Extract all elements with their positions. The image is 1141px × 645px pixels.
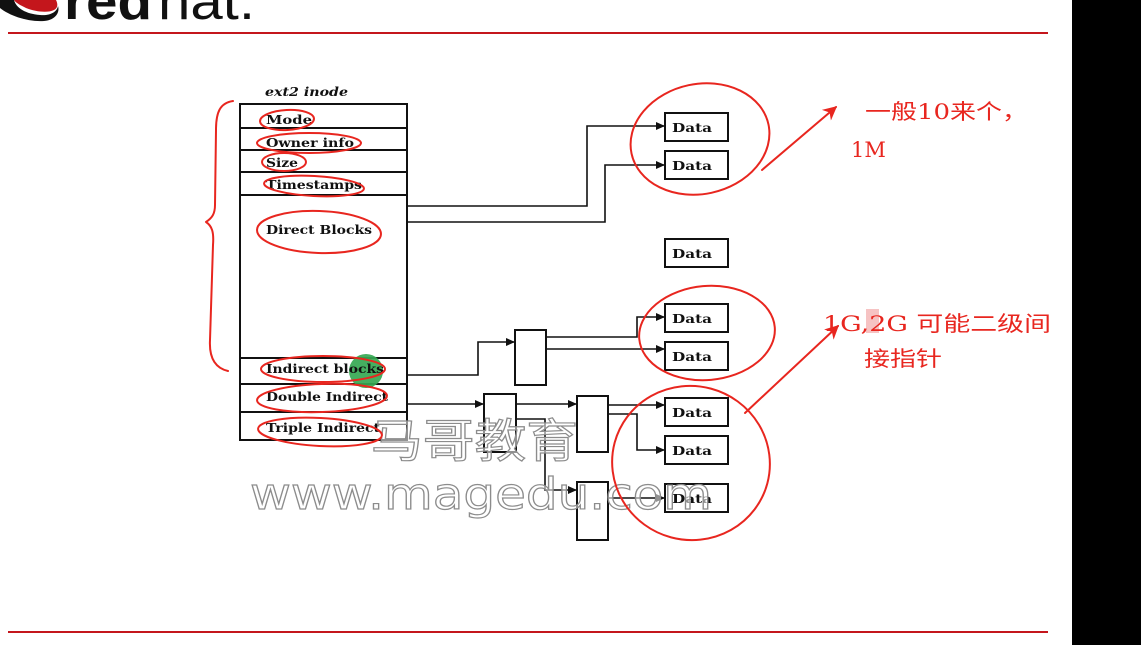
annotation-circle-double-indirect-data — [611, 384, 771, 542]
indirect-block — [576, 395, 609, 453]
annotation-circle-timestamps — [263, 174, 365, 198]
annotation-note-direct-line2: 1M — [851, 138, 886, 162]
annotation-circle-size — [261, 152, 307, 172]
data-block-label: Data — [672, 158, 712, 173]
inode-field-mode: Mode — [266, 112, 312, 127]
data-block-box — [664, 238, 729, 268]
data-block: Data — [664, 150, 729, 180]
annotation-note-indirect-line2: 接指针 — [864, 347, 942, 371]
redhat-logo-text-bold: red — [64, 0, 152, 31]
annotation-arrow — [744, 325, 840, 414]
data-block: Data — [664, 397, 729, 427]
inode-field-triple-indirect: Triple Indirect — [266, 420, 380, 435]
pen-annotations: 一般10来个， 1M 1G,2G 可能二级间 接指针 — [205, 82, 1051, 542]
pointer-arrow — [407, 121, 665, 207]
diagram-title: ext2 inode — [265, 85, 348, 99]
annotation-note-indirect-line1: 1G,2G 可能二级间 — [823, 312, 1051, 336]
data-block: Data — [664, 483, 729, 513]
ext2-inode-diagram: ext2 inode Mode Owner info Size Timestam… — [239, 85, 729, 541]
data-block-label: Data — [672, 246, 712, 261]
indirect-blocks — [483, 329, 609, 541]
annotation-circle-indirect-data — [638, 284, 776, 382]
data-block-label: Data — [672, 311, 712, 326]
data-block-box — [664, 483, 729, 513]
data-block-box — [664, 341, 729, 371]
right-black-bar — [1072, 0, 1141, 645]
pen-highlight — [866, 309, 879, 333]
redhat-logo-text-light: hat. — [158, 0, 255, 31]
annotation-note-direct-line1: 一般10来个， — [865, 100, 1028, 124]
indirect-block — [576, 481, 609, 541]
hat-crown — [14, 0, 58, 12]
pointer-arrow — [516, 418, 577, 495]
annotation-circle-direct-data — [629, 82, 771, 196]
data-block: Data — [664, 435, 729, 465]
pointer-arrow — [608, 413, 665, 455]
annotation-circle-triple-indirect — [257, 416, 383, 448]
inode-field-owner-info: Owner info — [266, 135, 354, 150]
data-block-label: Data — [672, 443, 712, 458]
data-block-label: Data — [672, 349, 712, 364]
annotation-circle-indirect-blocks — [260, 355, 386, 383]
annotation-circle-double-indirect — [256, 382, 388, 414]
data-block-label: Data — [672, 405, 712, 420]
inode-field-timestamps: Timestamps — [266, 177, 362, 192]
data-block-label: Data — [672, 491, 712, 506]
data-block-box — [664, 397, 729, 427]
data-blocks: Data Data Data Data Data Data — [664, 112, 729, 513]
inode-table: Mode Owner info Size Timestamps Direct B… — [239, 103, 408, 441]
pointer-arrow — [407, 160, 665, 223]
block-pointers — [407, 121, 665, 503]
annotation-bracket — [205, 100, 234, 372]
inode-field-size: Size — [266, 155, 298, 170]
annotation-arrow — [761, 106, 838, 171]
inode-field-indirect-blocks: Indirect blocks — [266, 361, 384, 376]
redhat-logo: red hat. — [0, 0, 255, 31]
data-block: Data — [664, 112, 729, 142]
data-block-box — [664, 150, 729, 180]
annotation-circle-owner-info — [256, 132, 362, 154]
watermark-text-cn: 马哥教育 — [371, 414, 578, 468]
pointer-arrow — [546, 312, 665, 338]
pointer-arrow — [407, 337, 515, 376]
watermark-text-url: www.magedu.com — [250, 469, 712, 520]
indirect-block — [483, 393, 517, 453]
data-block-box — [664, 112, 729, 142]
annotation-circle-mode — [259, 108, 315, 132]
annotation-circle-direct-blocks — [256, 209, 382, 255]
data-block-box — [664, 303, 729, 333]
data-block-box — [664, 435, 729, 465]
data-block-label: Data — [672, 120, 712, 135]
inode-field-direct-blocks: Direct Blocks — [266, 222, 372, 237]
indirect-block — [514, 329, 547, 386]
data-block: Data — [664, 238, 729, 268]
hat-brim — [0, 0, 59, 22]
inode-field-double-indirect: Double Indirect — [266, 389, 388, 404]
data-block: Data — [664, 303, 729, 333]
data-block: Data — [664, 341, 729, 371]
redhat-shadowman-icon — [0, 0, 59, 22]
watermark: 马哥教育 www.magedu.com — [249, 413, 712, 520]
